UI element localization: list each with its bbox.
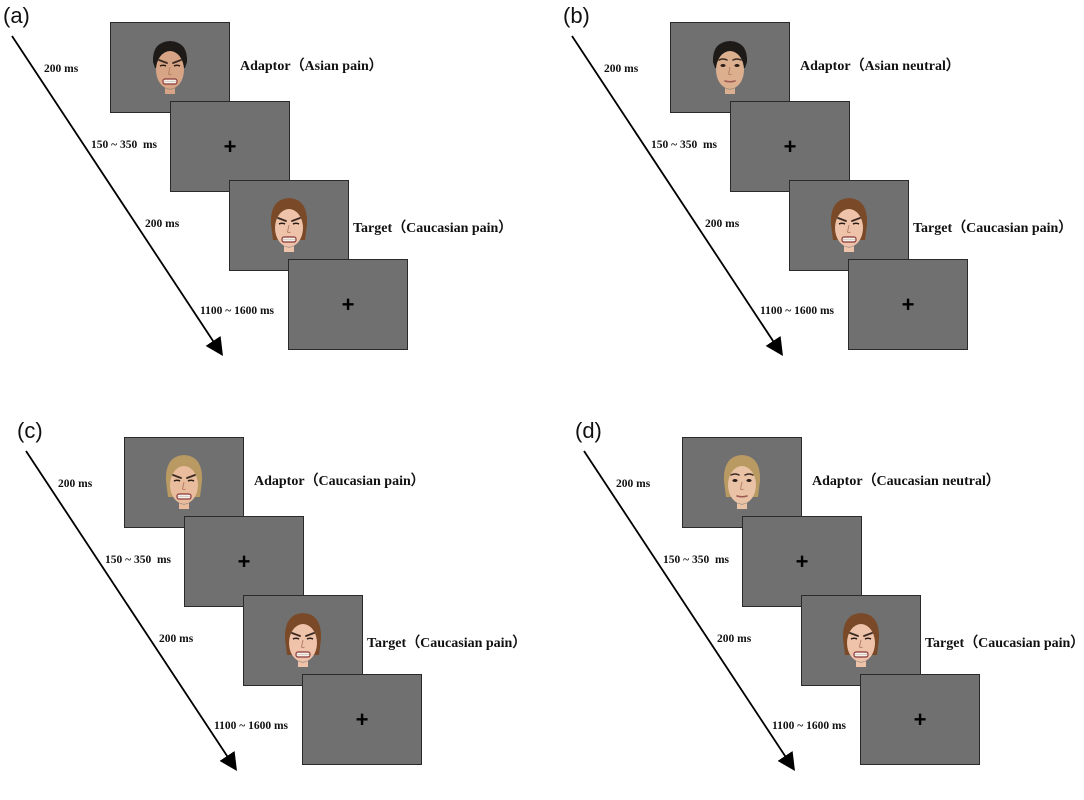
fixation-cross: +: [783, 133, 797, 159]
adaptor-screen: [110, 22, 230, 113]
target-duration-label: 200 ms: [145, 218, 180, 230]
target-label: Target（Caucasian pain）: [913, 221, 1073, 236]
panel-d: (d) + +200 ms 150 ~ 350 ms 200 ms 1100 ~ 16…: [572, 415, 1084, 800]
fixation-cross: +: [355, 706, 369, 732]
time-arrow: [11, 35, 223, 357]
target-label: Target（Caucasian pain）: [367, 636, 527, 651]
target-face-image: [830, 197, 868, 252]
fixation-cross: +: [901, 291, 915, 317]
panel-b: (b) + +200 ms 150 ~ 350 ms 200 ms 1100 ~ 16…: [560, 0, 1084, 385]
adaptor-face-image: [712, 40, 748, 94]
adaptor-duration-label: 200 ms: [58, 478, 93, 490]
panel-label: (c): [17, 418, 43, 443]
iti-duration-label: 1100 ~ 1600 ms: [214, 720, 289, 732]
panel-c: (c) + +200 ms 150 ~ 350 ms 200 ms 1100 ~ 16…: [14, 415, 554, 800]
time-arrow: [25, 450, 237, 772]
adaptor-label: Adaptor（Caucasian pain）: [254, 474, 425, 489]
target-face-image: [842, 612, 880, 667]
adaptor-screen: [682, 437, 802, 528]
fixation-cross: +: [223, 133, 237, 159]
panel-label: (d): [575, 418, 602, 443]
iti-duration-label: 1100 ~ 1600 ms: [200, 305, 275, 317]
target-duration-label: 200 ms: [717, 633, 752, 645]
target-face-image: [270, 197, 308, 252]
fixation-screen-1: +: [742, 516, 862, 607]
target-screen: [229, 180, 349, 271]
isi-duration-label: 150 ~ 350 ms: [91, 139, 158, 151]
panel-a: (a) + +200 ms 150 ~ 350 ms 200 ms 1100 ~ 16…: [0, 0, 540, 385]
adaptor-screen: [124, 437, 244, 528]
adaptor-label: Adaptor（Asian neutral）: [800, 59, 960, 74]
fixation-screen-1: +: [730, 101, 850, 192]
adaptor-duration-label: 200 ms: [616, 478, 651, 490]
adaptor-label: Adaptor（Asian pain）: [240, 59, 383, 74]
fixation-cross: +: [913, 706, 927, 732]
adaptor-face-image: [165, 454, 203, 509]
isi-duration-label: 150 ~ 350 ms: [651, 139, 718, 151]
target-label: Target（Caucasian pain）: [353, 221, 513, 236]
target-label: Target（Caucasian pain）: [925, 636, 1084, 651]
fixation-screen-1: +: [170, 101, 290, 192]
fixation-screen-2: +: [302, 674, 422, 765]
adaptor-face-image: [152, 40, 188, 94]
target-screen: [789, 180, 909, 271]
fixation-screen-2: +: [848, 259, 968, 350]
fixation-screen-2: +: [860, 674, 980, 765]
isi-duration-label: 150 ~ 350 ms: [663, 554, 730, 566]
adaptor-screen: [670, 22, 790, 113]
adaptor-face-image: [723, 454, 761, 509]
panel-label: (b): [563, 3, 590, 28]
isi-duration-label: 150 ~ 350 ms: [105, 554, 172, 566]
target-face-image: [284, 612, 322, 667]
time-arrow: [583, 450, 795, 772]
iti-duration-label: 1100 ~ 1600 ms: [772, 720, 847, 732]
target-screen: [801, 595, 921, 686]
time-arrow: [571, 35, 783, 357]
target-screen: [243, 595, 363, 686]
fixation-screen-1: +: [184, 516, 304, 607]
fixation-cross: +: [795, 548, 809, 574]
adaptor-duration-label: 200 ms: [44, 63, 79, 75]
adaptor-label: Adaptor（Caucasian neutral）: [812, 474, 1000, 489]
adaptor-duration-label: 200 ms: [604, 63, 639, 75]
fixation-cross: +: [237, 548, 251, 574]
target-duration-label: 200 ms: [705, 218, 740, 230]
target-duration-label: 200 ms: [159, 633, 194, 645]
panel-label: (a): [3, 3, 30, 28]
iti-duration-label: 1100 ~ 1600 ms: [760, 305, 835, 317]
fixation-cross: +: [341, 291, 355, 317]
fixation-screen-2: +: [288, 259, 408, 350]
